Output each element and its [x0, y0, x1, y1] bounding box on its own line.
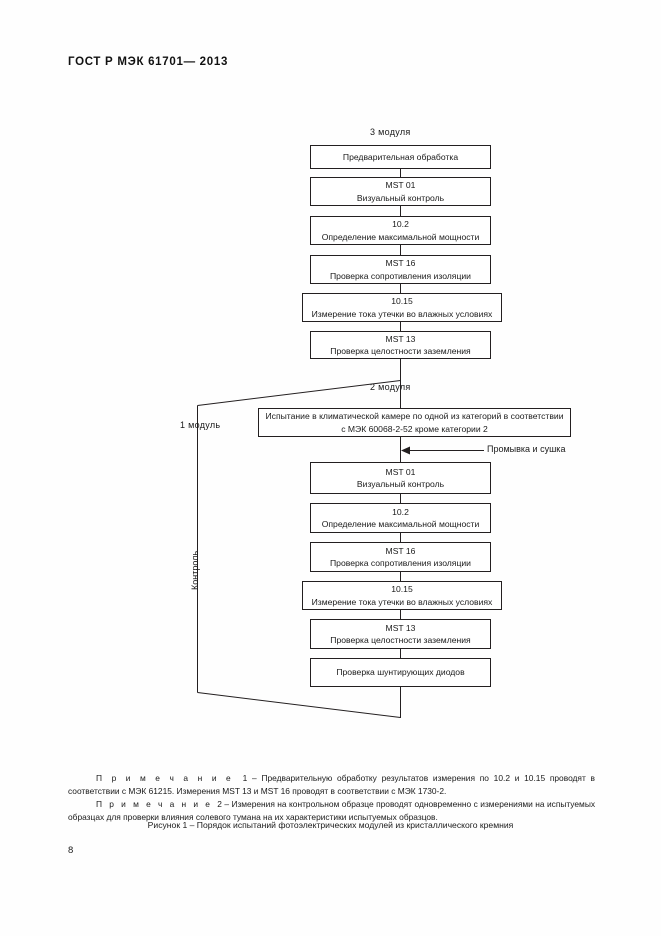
node-mst01-visual-top: MST 01 Визуальный контроль — [310, 177, 491, 206]
note-2-number: 2 — [217, 799, 222, 810]
node-desc: Визуальный контроль — [356, 192, 445, 203]
node-code: 10.2 — [392, 506, 409, 517]
node-desc: Определение максимальной мощности — [321, 231, 480, 242]
node-code: 10.15 — [391, 296, 413, 307]
notes-block: П р и м е ч а н и е 1 – Предварительную … — [68, 772, 595, 823]
node-10-2-max-power-bottom: 10.2 Определение максимальной мощности — [310, 503, 491, 533]
node-desc: Проверка целостности заземления — [330, 346, 471, 356]
node-code: 10.2 — [392, 219, 409, 230]
node-desc: Проверка сопротивления изоляции — [330, 558, 471, 568]
label-two-modules: 2 модуля — [370, 382, 411, 392]
node-desc-line1: Испытание в климатической камере по одно… — [265, 411, 564, 422]
node-desc: Предварительная обработка — [342, 151, 459, 162]
note-1-number: 1 — [242, 773, 248, 783]
page-number: 8 — [68, 845, 74, 856]
node-desc: Измерение тока утечки во влажных условия… — [311, 596, 493, 607]
node-mst13-grounding-bottom: MST 13 Проверка целостности заземления — [310, 619, 491, 649]
node-10-2-max-power-top: 10.2 Определение максимальной мощности — [310, 216, 491, 245]
node-code: MST 13 — [385, 333, 416, 344]
figure-caption: Рисунок 1 – Порядок испытаний фотоэлектр… — [147, 820, 514, 830]
note-2-text: – Измерения на контрольном образце прово… — [68, 799, 596, 822]
node-code: MST 01 — [385, 180, 416, 191]
note-2-lead: П р и м е ч а н и е — [96, 799, 213, 810]
node-desc: Определение максимальной мощности — [321, 519, 480, 529]
node-desc: Проверка целостности заземления — [330, 635, 471, 645]
node-desc: Визуальный контроль — [356, 479, 445, 489]
label-control: Контроль — [190, 550, 200, 590]
node-bypass-diode-check: Проверка шунтирующих диодов — [310, 658, 491, 687]
note-1-lead: П р и м е ч а н и е — [96, 773, 234, 783]
node-climatic-chamber-test: Испытание в климатической камере по одно… — [258, 408, 571, 437]
flowchart: 3 модуля Предварительная обработка MST 0… — [180, 127, 571, 718]
node-10-15-wet-leakage-bottom: 10.15 Измерение тока утечки во влажных у… — [302, 581, 502, 610]
label-one-module: 1 модуль — [180, 420, 221, 430]
document-header: ГОСТ Р МЭК 61701— 2013 — [68, 56, 229, 68]
wash-dry-arrowhead — [401, 446, 410, 455]
label-three-modules: 3 модуля — [370, 127, 411, 137]
node-preliminary-treatment: Предварительная обработка — [310, 145, 491, 169]
label-wash-and-dry: Промывка и сушка — [487, 444, 566, 454]
note-2: П р и м е ч а н и е 2 – Измерения на кон… — [68, 798, 595, 823]
node-mst16-insulation-top: MST 16 Проверка сопротивления изоляции — [310, 255, 491, 284]
node-code: MST 13 — [385, 622, 416, 633]
node-desc: Измерение тока утечки во влажных условия… — [311, 308, 493, 319]
node-mst13-grounding-top: MST 13 Проверка целостности заземления — [310, 331, 491, 359]
flowchart-connectors — [197, 168, 484, 718]
node-code: MST 01 — [385, 466, 416, 477]
node-mst16-insulation-bottom: MST 16 Проверка сопротивления изоляции — [310, 542, 491, 572]
node-code: MST 16 — [385, 258, 416, 269]
node-code: 10.15 — [391, 584, 413, 595]
note-1: П р и м е ч а н и е 1 – Предварительную … — [68, 772, 595, 797]
node-desc: Проверка сопротивления изоляции — [330, 270, 471, 281]
node-10-15-wet-leakage-top: 10.15 Измерение тока утечки во влажных у… — [302, 293, 502, 322]
note-1-text: – Предварительную обработку результатов … — [68, 773, 595, 796]
node-desc: Проверка шунтирующих диодов — [336, 667, 465, 678]
node-mst01-visual-bottom: MST 01 Визуальный контроль — [310, 462, 491, 494]
node-code: MST 16 — [385, 545, 416, 556]
node-desc-line2: с МЭК 60068-2-52 кроме категории 2 — [341, 423, 488, 434]
